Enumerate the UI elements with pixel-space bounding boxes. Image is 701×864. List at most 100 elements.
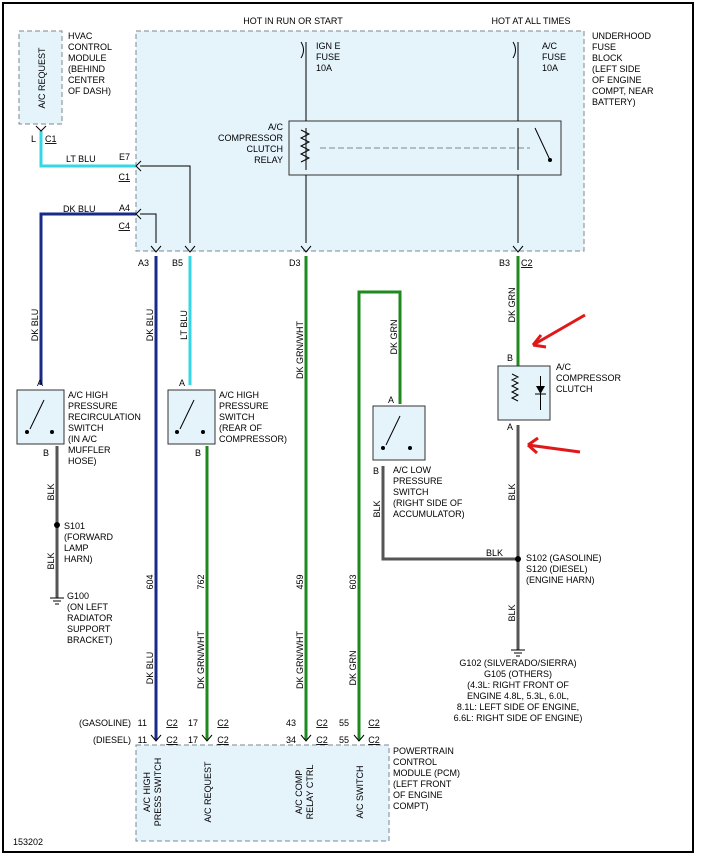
circuit-604: 604 [145, 574, 155, 589]
fuse-block-desc-line: BATTERY) [592, 97, 636, 107]
pcm-desc-line: (LEFT FRONT [393, 779, 452, 789]
recirc-pin-b: B [43, 448, 49, 458]
hvac-conn-c1: C1 [45, 134, 57, 144]
wire-label-dk-grn-low: DK GRN [389, 319, 399, 354]
s102-label-line: S120 (DIESEL) [526, 564, 588, 574]
high-switch-desc-line: COMPRESSOR) [219, 434, 287, 444]
pcm-term-1-line: A/C HIGH [142, 772, 152, 812]
wire-dk-blu-recirc [39, 212, 136, 385]
hot-run-start-label: HOT IN RUN OR START [243, 16, 343, 26]
high-switch-desc-line: A/C HIGH [219, 390, 259, 400]
recirc-switch-desc-line: SWITCH [68, 423, 104, 433]
hvac-desc-line: (BEHIND [68, 64, 106, 74]
wire-label-blk-2: BLK [46, 552, 56, 569]
recirc-switch-desc-line: PRESSURE [68, 401, 118, 411]
g102-label-line: G105 (OTHERS) [484, 669, 552, 679]
s101-label-line: S101 [64, 521, 85, 531]
pcm-pin-number: 17 [188, 735, 198, 745]
recirc-switch-desc-line: MUFFLER [68, 445, 111, 455]
pin-c2: C2 [521, 258, 533, 268]
hvac-pin-l: L [31, 134, 36, 144]
internal-link-e7-b5 [140, 165, 191, 243]
g102-label-line: 6.6L: RIGHT SIDE OF ENGINE) [454, 713, 583, 723]
pcm-conn-c2: C2 [368, 718, 380, 728]
wire-label-dk-blu-mid: DK BLU [145, 309, 155, 342]
pcm-desc-line: POWERTRAIN [393, 746, 454, 756]
wire-label-blk-6: BLK [507, 604, 517, 621]
pcm-term-4: A/C SWITCH [355, 766, 365, 819]
wire-label-blk-4: BLK [486, 548, 503, 558]
pcm-desc-line: OF ENGINE [393, 790, 443, 800]
hvac-desc-line: CENTER [68, 75, 106, 85]
pcm-pin-number: 11 [138, 718, 147, 728]
fuse-block-desc-line: FUSE [592, 42, 616, 52]
hvac-desc-line: CONTROL [68, 42, 112, 52]
pin-c4: C4 [118, 221, 130, 231]
g100-label-line: RADIATOR [67, 613, 113, 623]
g102-label-line: ENGINE 4.8L, 5.3L, 6.0L, [467, 691, 569, 701]
wire-label-blk-1: BLK [46, 483, 56, 500]
fuse2-label-line: FUSE [542, 52, 566, 62]
fuse1-label-line: 10A [316, 63, 332, 73]
pcm-desc-line: CONTROL [393, 757, 437, 767]
high-switch-desc-line: SWITCH [219, 412, 255, 422]
g100-label-line: SUPPORT [67, 624, 111, 634]
pcm-pin-number: 55 [339, 718, 349, 728]
connector-markers [35, 41, 524, 742]
wire-label-dk-blu-top: DK BLU [63, 204, 96, 214]
wire-label-dk-grn-wht-bot1: DK GRN/WHT [196, 631, 206, 689]
clutch-desc-line: A/C [556, 362, 572, 372]
relay-label-line: CLUTCH [246, 144, 283, 154]
wire-label-blk-5: BLK [507, 483, 517, 500]
recirc-pin-a: A [37, 378, 43, 388]
circuit-762: 762 [196, 574, 206, 589]
s102-label-line: S102 (GASOLINE) [526, 553, 602, 563]
clutch-pin-b: B [507, 353, 513, 363]
clutch-desc-line: CLUTCH [556, 384, 593, 394]
pcm-pin-number: 34 [286, 735, 296, 745]
wire-label-dk-blu-bot: DK BLU [145, 652, 155, 685]
pin-b3: B3 [499, 258, 510, 268]
relay-label-line: A/C [268, 122, 284, 132]
wire-label-lt-blu-top: LT BLU [66, 154, 96, 164]
pcm-conn-c2: C2 [316, 718, 328, 728]
wire-label-dk-grn-wht-bot2: DK GRN/WHT [295, 631, 305, 689]
fuse1-label-line: FUSE [316, 52, 340, 62]
recirc-switch-desc-line: HOSE) [68, 456, 97, 466]
g100-label-line: BRACKET) [67, 635, 113, 645]
circuit-603: 603 [348, 574, 358, 589]
clutch-pin-a: A [507, 422, 513, 432]
wire-dk-grn-603 [357, 290, 402, 740]
pcm-desc-line: MODULE (PCM) [393, 768, 460, 778]
relay-contact-icon [534, 127, 551, 161]
low-pin-b: B [373, 466, 379, 476]
low-pin-a: A [388, 395, 394, 405]
low-switch-desc-line: ACCUMULATOR) [393, 509, 465, 519]
s102-label: S102 (GASOLINE)S120 (DIESEL)(ENGINE HARN… [526, 553, 602, 585]
hot-all-times-label: HOT AT ALL TIMES [491, 16, 570, 26]
g100-label-line: (ON LEFT [67, 602, 109, 612]
pcm-conn-c2: C2 [217, 718, 229, 728]
hvac-ac-request-label: A/C REQUEST [37, 47, 47, 109]
hvac-desc-line: HVAC [68, 31, 93, 41]
hvac-desc-line: OF DASH) [68, 86, 111, 96]
s102-label-line: (ENGINE HARN) [526, 575, 595, 585]
relay-label-line: COMPRESSOR [218, 133, 284, 143]
g100-label-line: G100 [67, 591, 89, 601]
fuse2-label-line: A/C [542, 41, 558, 51]
figure-id: 153202 [13, 837, 43, 847]
recirc-switch-body [16, 389, 65, 445]
pin-c1: C1 [118, 172, 130, 182]
row-diesel: (DIESEL) [93, 735, 131, 745]
fuse-block-desc-line: OF ENGINE [592, 75, 642, 85]
high-pin-a: A [179, 378, 185, 388]
s101-label-line: HARN) [64, 554, 93, 564]
wire-label-blk-3: BLK [372, 500, 382, 517]
high-pin-b: B [195, 448, 201, 458]
